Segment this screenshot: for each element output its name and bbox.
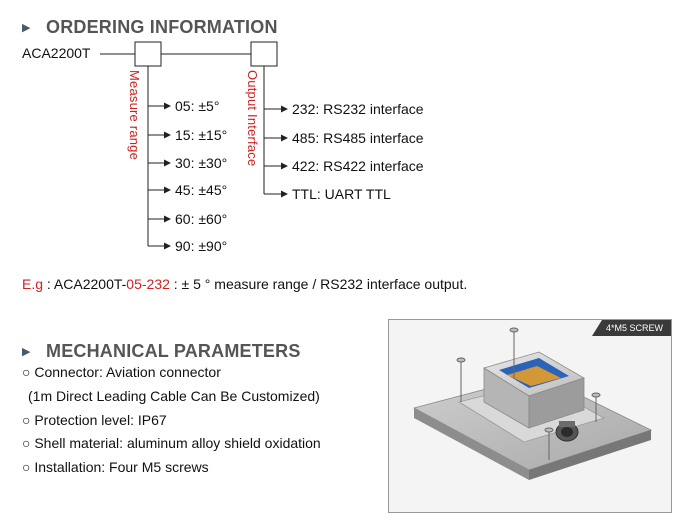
mechanical-title: MECHANICAL PARAMETERS bbox=[46, 341, 301, 361]
output-interface-label: Output Interface bbox=[245, 70, 260, 167]
param-item: ○ Shell material: aluminum alloy shield … bbox=[22, 435, 321, 451]
ordering-title: ORDERING INFORMATION bbox=[46, 17, 278, 37]
model-name: ACA2200T bbox=[22, 45, 91, 61]
screw-label: 4*M5 SCREW bbox=[591, 320, 671, 336]
param-item: (1m Direct Leading Cable Can Be Customiz… bbox=[28, 388, 320, 404]
section-triangle-icon: ▶ bbox=[22, 346, 31, 358]
range-option: 45: ±45° bbox=[175, 182, 228, 198]
param-item: ○ Connector: Aviation connector bbox=[22, 364, 221, 380]
sensor-illustration bbox=[412, 327, 653, 480]
section-triangle-icon: ▶ bbox=[22, 22, 31, 34]
range-option: 30: ±30° bbox=[175, 155, 228, 171]
range-option: 90: ±90° bbox=[175, 238, 228, 254]
measure-range-label: Measure range bbox=[127, 70, 142, 161]
interface-option: TTL: UART TTL bbox=[292, 186, 391, 202]
range-option: 05: ±5° bbox=[175, 98, 220, 114]
range-option: 15: ±15° bbox=[175, 127, 228, 143]
param-item: ○ Installation: Four M5 screws bbox=[22, 459, 209, 475]
interface-option: 485: RS485 interface bbox=[292, 130, 424, 146]
example-line: E.g : ACA2200T-05-232 : ± 5 ° measure ra… bbox=[22, 276, 468, 292]
range-option: 60: ±60° bbox=[175, 211, 228, 227]
product-photo: 4*M5 SCREW bbox=[388, 319, 672, 513]
interface-option: 422: RS422 interface bbox=[292, 158, 424, 174]
interface-option: 232: RS232 interface bbox=[292, 101, 424, 117]
param-item: ○ Protection level: IP67 bbox=[22, 412, 167, 428]
ordering-diagram bbox=[100, 41, 288, 250]
